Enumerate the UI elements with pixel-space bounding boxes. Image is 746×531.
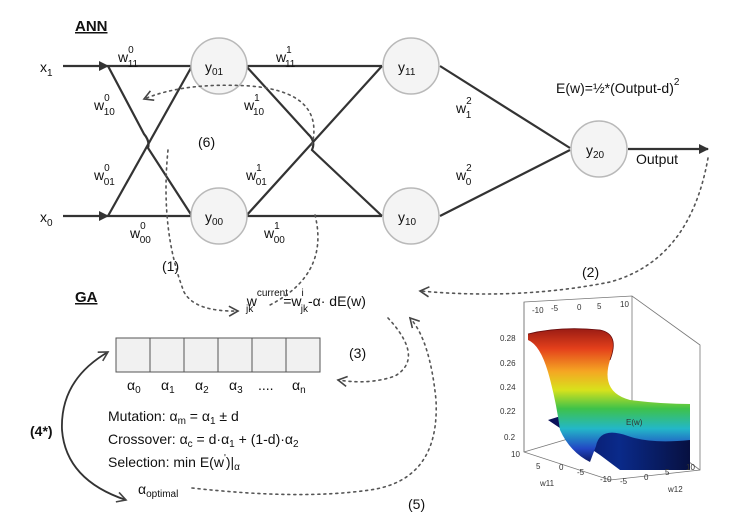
front-left-tick: 10 xyxy=(511,450,520,459)
front-left-tick: 5 xyxy=(536,462,541,471)
input-label-x1: x1 xyxy=(40,59,53,79)
flow-arrow-network-to-rule xyxy=(267,214,319,307)
neuron-y20: y20 xyxy=(570,120,628,178)
step-label-6: (6) xyxy=(198,134,215,150)
y-axis-label: w12 xyxy=(667,485,683,494)
front-left-tick: 0 xyxy=(559,463,564,472)
flow-arrow-1 xyxy=(165,149,240,317)
neuron-y00: y00 xyxy=(190,187,248,245)
front-right-tick: 0 xyxy=(644,473,649,482)
x-axis-label: w11 xyxy=(539,479,555,488)
top-tick: 5 xyxy=(597,302,602,311)
step-label-4: (4*) xyxy=(30,423,53,439)
z-tick: 0.2 xyxy=(504,433,516,442)
ga-crossover: Crossover: αc = d·α1 + (1-d)·α2 xyxy=(108,431,299,450)
ga-heading: GA xyxy=(75,289,98,306)
gene-label: α1 xyxy=(161,377,175,396)
edge-x1-y00 xyxy=(107,65,193,217)
gene-label-ellipsis: .... xyxy=(258,377,274,393)
flow-arrow-5 xyxy=(191,316,437,496)
gene-label: α2 xyxy=(195,377,209,396)
top-tick: -10 xyxy=(532,306,544,315)
neuron-y11: y11 xyxy=(382,37,440,95)
front-left-tick: -5 xyxy=(577,468,585,477)
top-tick: 10 xyxy=(620,300,629,309)
chromosome-bar xyxy=(115,337,321,373)
neuron-y10: y10 xyxy=(382,187,440,245)
alpha-optimal: αoptimal xyxy=(138,481,178,500)
surface-sheet xyxy=(528,328,690,462)
ann-heading: ANN xyxy=(75,18,108,35)
edge-y11-y20 xyxy=(439,65,571,149)
front-right-tick: 5 xyxy=(665,468,670,477)
front-right-tick: 10 xyxy=(686,463,695,472)
gene-label: α3 xyxy=(229,377,243,396)
z-tick: 0.26 xyxy=(500,359,516,368)
front-right-tick: -5 xyxy=(620,477,628,486)
gene-label: αn xyxy=(292,377,306,396)
edge-y10-y20 xyxy=(439,149,571,217)
flow-arrow-4 xyxy=(61,351,128,503)
step-label-3: (3) xyxy=(349,345,366,361)
input-label-x0: x0 xyxy=(40,209,53,229)
ga-selection: Selection: min E(w')|α xyxy=(108,453,240,473)
neuron-label: y10 xyxy=(398,209,417,228)
neuron-label: y20 xyxy=(586,142,605,161)
z-tick: 0.24 xyxy=(500,383,516,392)
error-formula: E(w)=½*(Output-d)2 xyxy=(556,77,680,96)
neuron-label: y11 xyxy=(398,59,416,78)
front-left-tick: -10 xyxy=(600,475,612,484)
edge-x0-y01 xyxy=(107,65,193,217)
step-label-2: (2) xyxy=(582,264,599,280)
error-surface-plot: 0.28 0.26 0.24 0.22 0.2 -10 -5 0 5 10 10… xyxy=(500,295,701,494)
neuron-y01: y01 xyxy=(190,37,248,95)
z-axis-label: E(w) xyxy=(626,418,643,427)
top-tick: 0 xyxy=(577,303,582,312)
step-label-5: (5) xyxy=(408,496,425,512)
gene-label: α0 xyxy=(127,377,141,396)
z-tick: 0.22 xyxy=(500,407,516,416)
ga-mutation: Mutation: αm = α1 ± d xyxy=(108,408,239,427)
neuron-label: y00 xyxy=(205,209,224,228)
z-tick: 0.28 xyxy=(500,334,516,343)
step-label-1: (1) xyxy=(162,258,179,274)
flow-arrow-6 xyxy=(142,84,315,146)
flow-arrow-2 xyxy=(418,157,709,298)
flow-arrow-3 xyxy=(336,317,410,387)
neuron-label: y01 xyxy=(205,59,224,78)
edge-y00-y11 xyxy=(245,65,383,217)
output-label: Output xyxy=(636,151,678,167)
top-tick: -5 xyxy=(551,304,559,313)
